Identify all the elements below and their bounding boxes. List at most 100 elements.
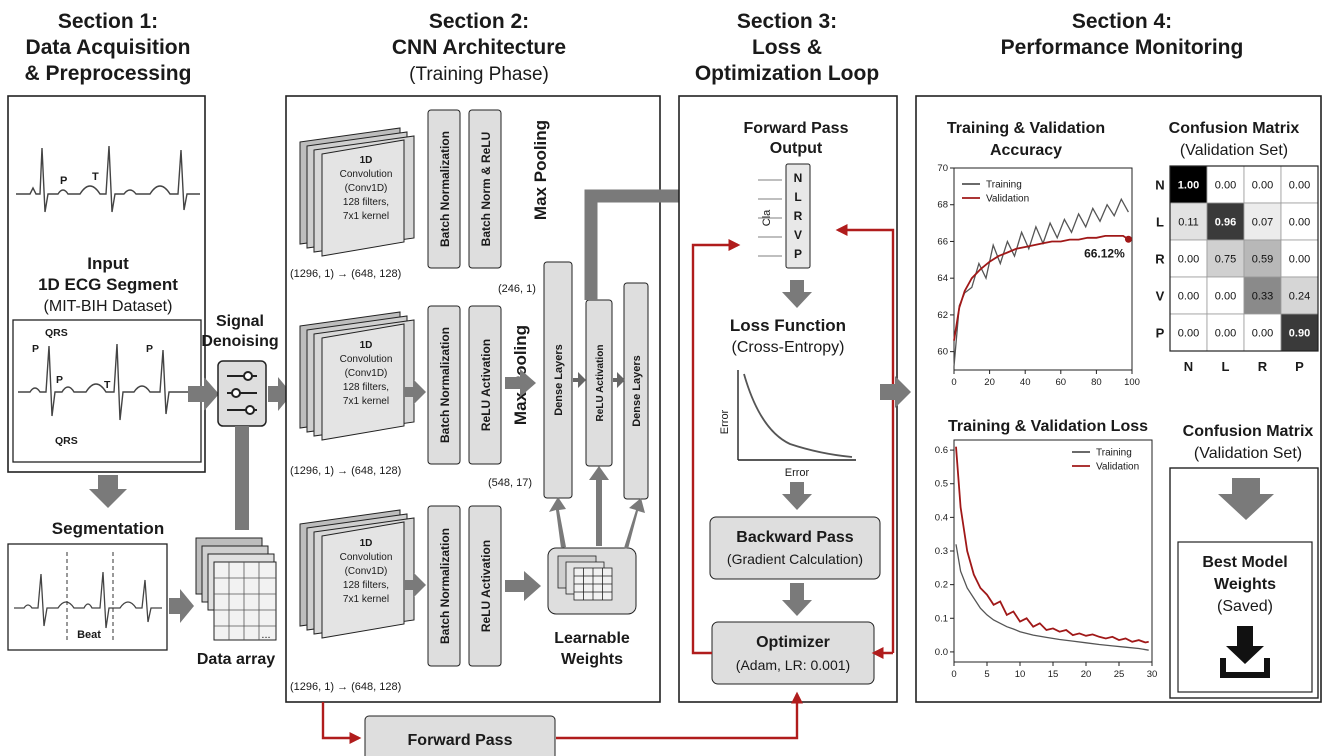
conv3-line3: (Conv1D) [345,566,388,577]
matrix-cell-value: 0.00 [1252,180,1273,192]
best-model-box [1177,541,1313,693]
conv-block-1 [299,127,415,257]
input-subtitle-ecg: 1D ECG Segment [38,275,178,294]
matrix-cell-value: 0.33 [1252,291,1273,303]
legend-label-training: Training [1096,448,1132,459]
matrix-cell-value: 0.00 [1215,291,1236,303]
wave-label-p: P [60,175,67,187]
matrix-cell-value: 0.00 [1252,328,1273,340]
arrow-to-dense [505,369,536,397]
arrow-to-backward [782,482,812,510]
conv2-line5: 7x1 kernel [343,396,389,407]
matrix-cell [1243,313,1282,352]
confusion-matrix-2-title: Confusion Matrix [1183,423,1314,440]
conv3-line5: 7x1 kernel [343,594,389,605]
x-tick-label: 5 [984,669,989,680]
matrix-row-label: V [1156,289,1165,304]
arrow-to-denoising [188,377,219,411]
relu-label-3: ReLU Activation [479,540,493,632]
bn-relu-label: Batch Norm & ReLU [479,132,493,247]
section-2-header: Section 2: CNN Architecture (Training Ph… [392,10,566,85]
forward-pass-bar [364,715,556,756]
conv2-line3: (Conv1D) [345,368,388,379]
segmentation-title: Segmentation [52,519,164,538]
arrow-to-data-array [169,589,194,623]
section-4-label: Section 4: [1072,10,1172,33]
detail-label-qrs2: QRS [55,435,78,447]
detail-label-qrs1: QRS [45,327,68,339]
section-2-label: Section 2: [429,10,529,33]
section-4-header: Section 4: Performance Monitoring [1001,10,1244,59]
feedback-loop-right [835,224,895,653]
conv1-line3: (Conv1D) [345,183,388,194]
x-tick-label: 0 [951,377,956,388]
conv1-line2: Convolution [340,169,393,180]
ecg-detail-box [12,319,202,463]
matrix-cell-value: 0.00 [1289,217,1310,229]
section-3-title-line2: Optimization Loop [695,62,879,85]
matrix-cell-value: 0.00 [1178,254,1199,266]
matrix-row-label: L [1156,215,1164,230]
download-icon [1220,626,1270,678]
x-tick-label: 80 [1091,377,1102,388]
loss-plot-area [953,439,1153,663]
matrix-cell-value: 0.00 [1215,180,1236,192]
matrix-cell-value: 0.07 [1252,217,1273,229]
section-1-title-line1: Data Acquisition [26,36,191,59]
input-dataset-label: (MIT-BIH Dataset) [44,298,173,315]
arrow-to-segmentation [89,475,127,508]
max-pooling-label-1: Max Pooling [531,120,550,220]
series-line-training [953,197,1129,367]
matrix-cell-value: 0.00 [1215,328,1236,340]
matrix-cell-value: 0.00 [1178,291,1199,303]
learnable-weights-line2: Weights [561,651,623,668]
matrix-cell-value: 0.24 [1289,291,1310,303]
arrow-to-section-4 [880,376,911,408]
input-title: Input [87,254,129,273]
loss-chart-title: Training & Validation Loss [948,418,1148,435]
loss-function-title: Loss Function [730,316,846,335]
error-curve [743,373,853,458]
matrix-row-label: N [1155,178,1164,193]
data-array-ellipsis: ... [261,629,270,641]
class-input-arrows [758,179,782,257]
conv-block-3 [299,509,415,639]
matrix-cell-value: 0.75 [1215,254,1236,266]
matrix-cell [1280,239,1319,278]
section-3-header: Section 3: Loss & Optimization Loop [695,10,879,85]
section-3-label: Section 3: [737,10,837,33]
beat-label: Beat [77,629,101,641]
matrix-border [1169,165,1319,352]
arrow-to-cnn [268,377,292,411]
best-model-line1: Best Model [1202,554,1287,571]
series-line-validation [955,446,1149,644]
matrix-cell-value: 0.11 [1178,217,1199,229]
matrix-cell-value: 0.00 [1289,180,1310,192]
section-1-header: Section 1: Data Acquisition & Preprocess… [25,10,192,85]
matrix-row-label: P [1156,326,1165,341]
batch-norm-block-3 [427,505,461,667]
conv1-line1: 1D [360,155,373,166]
arrow-to-weights [505,571,541,601]
batch-norm-block-1 [427,109,461,269]
denoising-label-line1: Signal [216,313,264,330]
confusion-matrix-title: Confusion Matrix [1169,120,1300,137]
dense-layers-block-2 [623,282,649,500]
arrow-to-loss [782,280,812,308]
detail-label-t: T [104,379,111,391]
error-y-label: Error [719,409,731,434]
detail-label-p2: P [56,374,63,386]
forward-pass-red-left [321,702,362,744]
relu-block-3 [468,505,502,667]
weights-up-arrows [549,466,645,549]
ecg-detail-waveform [18,343,196,421]
relu-label-2: ReLU Activation [479,339,493,431]
matrix-cell [1169,313,1208,352]
conv2-line4: 128 filters, [343,382,389,393]
dense-label-2: Dense Layers [631,355,643,427]
conv1-line4: 128 filters, [343,197,389,208]
segmentation-box [7,543,168,651]
accuracy-chart-title-line1: Training & Validation [947,120,1105,137]
